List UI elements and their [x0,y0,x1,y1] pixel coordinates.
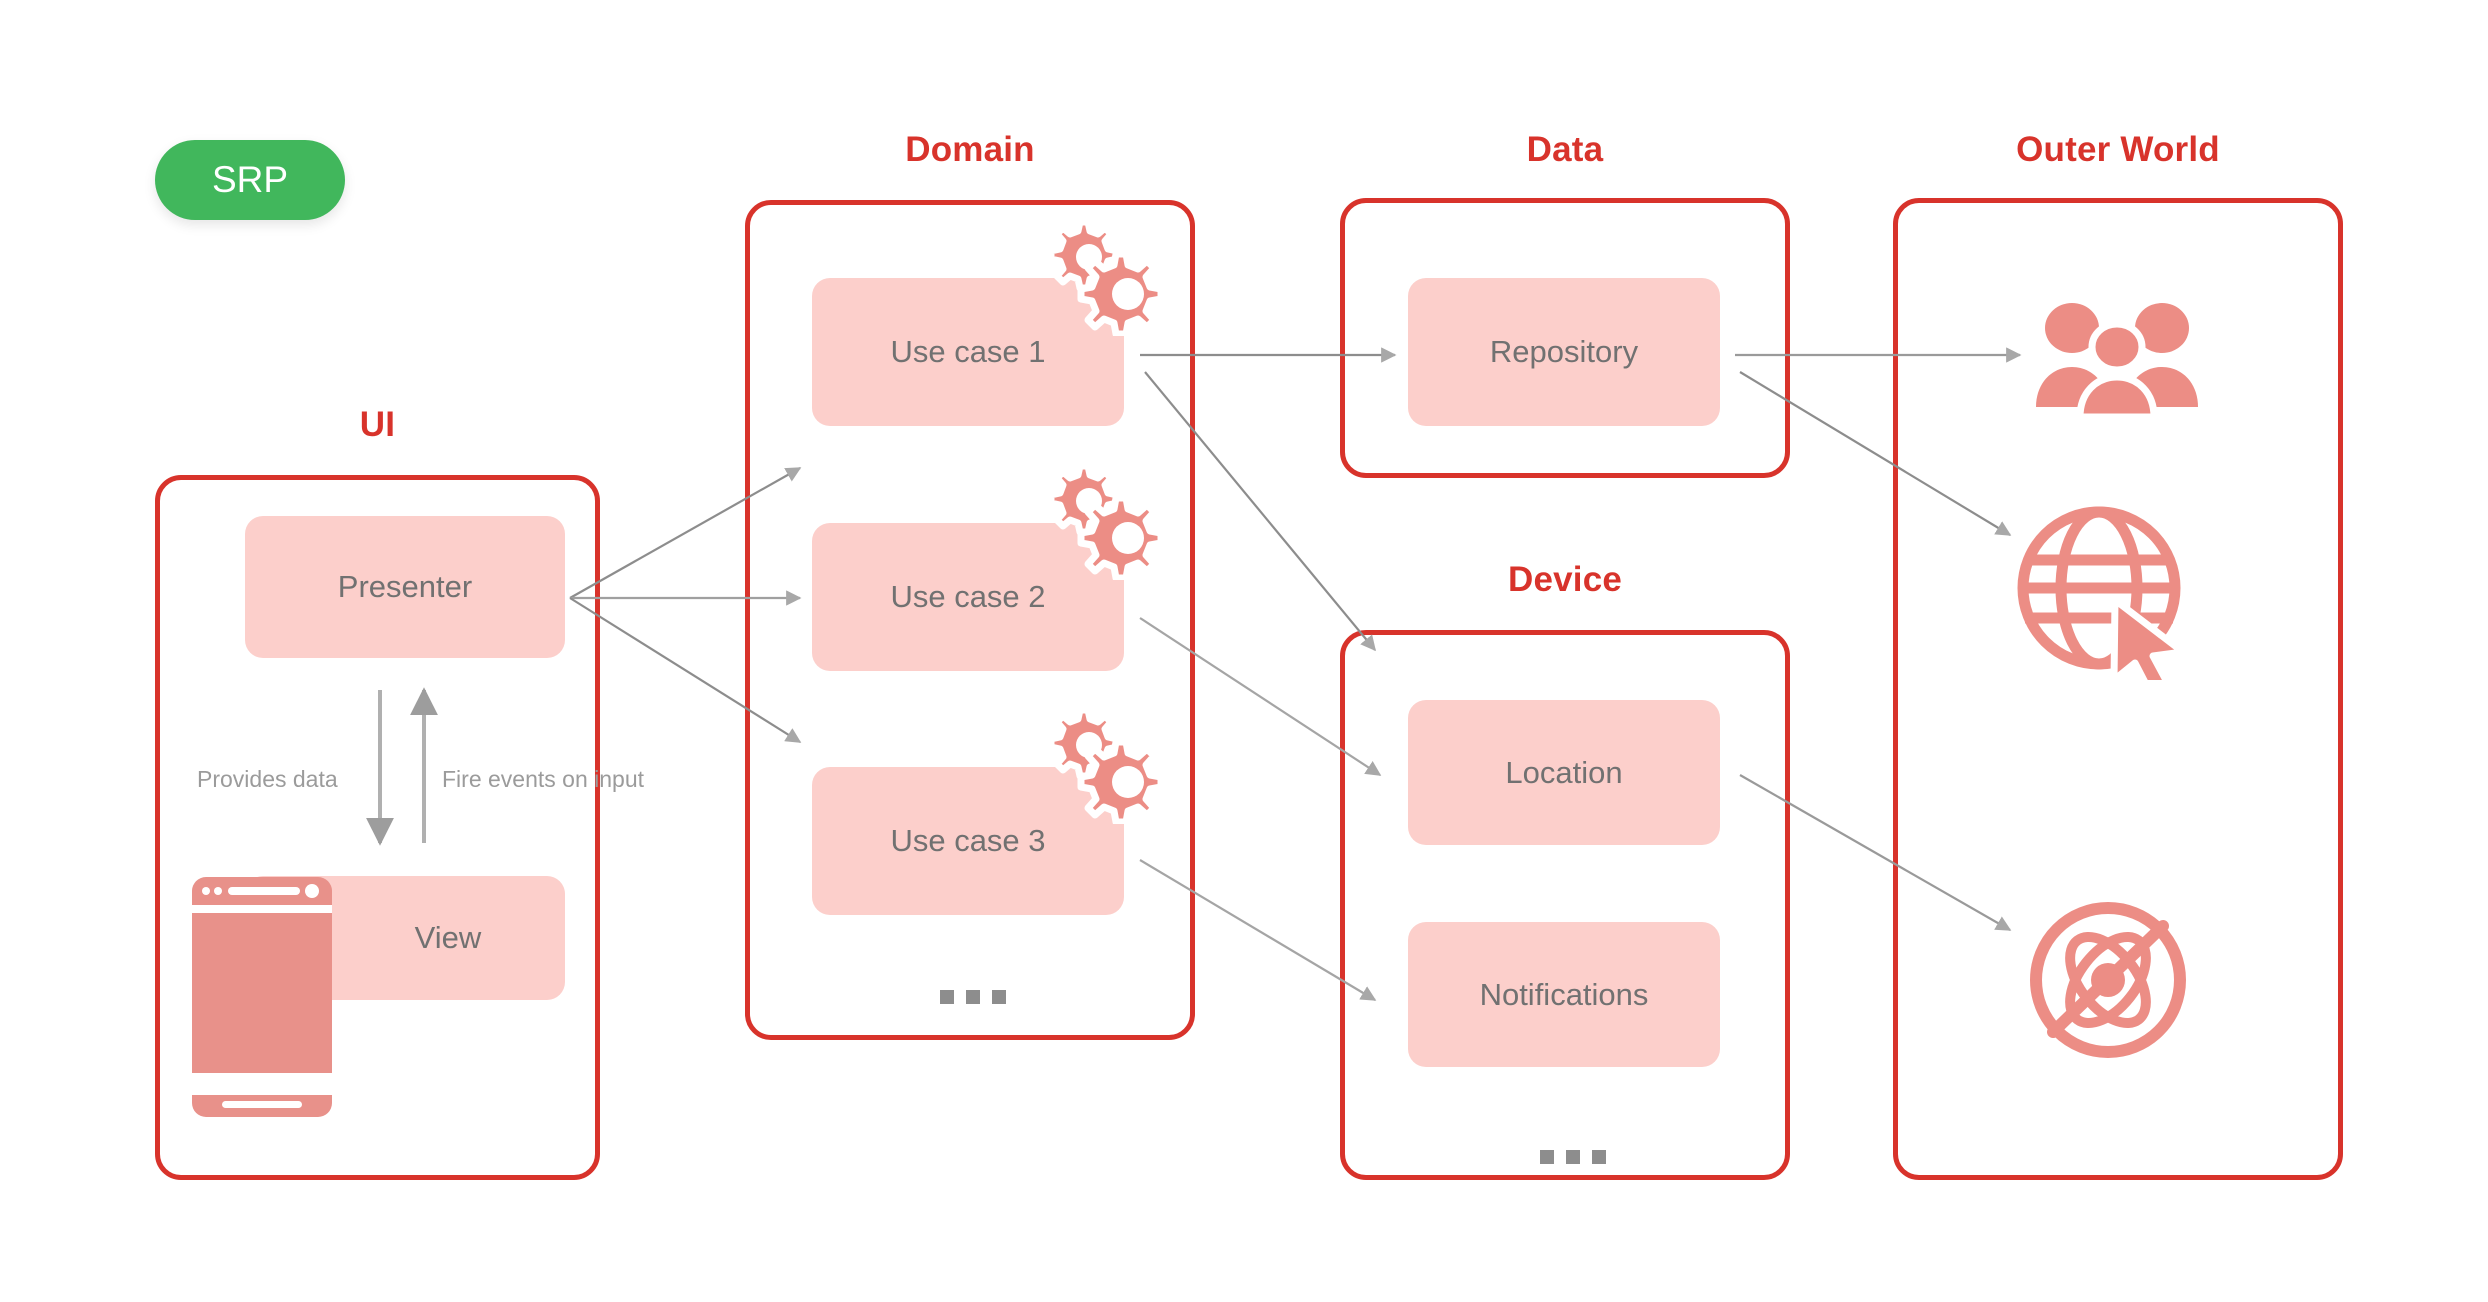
node-use-case-2-label: Use case 2 [890,579,1046,614]
panel-title-device: Device [1507,560,1623,599]
node-repository[interactable]: Repository [1408,278,1720,426]
node-notifications[interactable]: Notifications [1408,922,1720,1067]
ellipsis-dot [992,990,1006,1004]
srp-badge-label: SRP [211,159,289,200]
ellipsis-dot [940,990,954,1004]
device-more-ellipsis [1540,1150,1606,1164]
mobile-phone-icon [192,877,332,1117]
gears-icon [1042,706,1165,826]
node-repository-label: Repository [1489,334,1639,369]
node-location[interactable]: Location [1408,700,1720,845]
ellipsis-dot [1540,1150,1554,1164]
panel-title-data: Data [1526,130,1604,169]
ellipsis-dot [1592,1150,1606,1164]
node-view-label: View [414,920,482,955]
node-location-label: Location [1505,754,1623,790]
node-use-case-2[interactable]: Use case 2 [812,523,1124,671]
edge-label-provides-data: Provides data [197,766,338,792]
gears-icon [1042,462,1165,582]
globe-cursor-icon [2015,500,2200,694]
node-use-case-1[interactable]: Use case 1 [812,278,1124,426]
node-presenter[interactable]: Presenter [245,516,565,658]
node-notifications-label: Notifications [1479,976,1649,1012]
srp-badge: SRP [155,140,345,220]
panel-title-outer-world: Outer World [2016,130,2220,169]
domain-more-ellipsis [940,990,1006,1004]
atom-no-entry-icon [2018,890,2198,1070]
node-presenter-label: Presenter [337,569,473,604]
panel-title-domain: Domain [905,130,1035,169]
gears-icon [1042,218,1165,338]
node-use-case-3[interactable]: Use case 3 [812,767,1124,915]
node-use-case-3-label: Use case 3 [890,823,1046,858]
node-use-case-1-label: Use case 1 [890,334,1046,369]
ellipsis-dot [966,990,980,1004]
edge-label-fire-events: Fire events on input [442,766,645,792]
panel-title-ui: UI [359,405,396,444]
ellipsis-dot [1566,1150,1580,1164]
users-group-icon [2032,295,2202,421]
